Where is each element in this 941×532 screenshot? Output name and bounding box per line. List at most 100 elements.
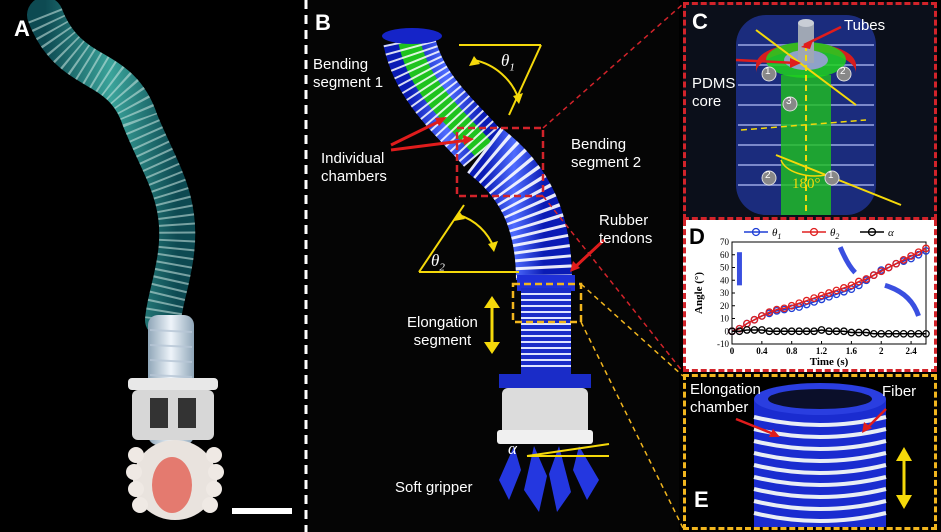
- series-0-point: [922, 247, 930, 255]
- lower-num-1: 1: [828, 170, 834, 181]
- series-1-point: [884, 263, 893, 272]
- y-tick-label: 0: [725, 326, 730, 336]
- panel-d-label: D: [689, 224, 705, 249]
- y-tick-label: 40: [720, 275, 730, 285]
- chamber-num-3: 3: [786, 96, 792, 107]
- series-2-point: [869, 329, 878, 338]
- label-bending-segment-2: Bending segment 2: [571, 136, 642, 171]
- y-tick-label: 30: [720, 288, 730, 298]
- series-2-point: [757, 326, 766, 334]
- chamber-num-2: 2: [840, 66, 846, 77]
- series-1-point: [922, 244, 930, 253]
- y-tick-label: 60: [720, 250, 730, 260]
- label-tubes: Tubes: [844, 17, 886, 34]
- series-2-point: [854, 328, 863, 337]
- y-tick-label: 50: [720, 263, 730, 273]
- series-2-point: [728, 327, 736, 336]
- x-axis-label: Time (s): [810, 356, 849, 368]
- label-soft-gripper: Soft gripper: [395, 479, 473, 496]
- series-2-point: [810, 327, 818, 336]
- series-2-point: [780, 327, 789, 336]
- series-1-point: [780, 304, 789, 313]
- series-1-point: [914, 248, 923, 257]
- x-tick-label: 1.2: [816, 346, 828, 356]
- legend-marker-1: [809, 227, 819, 237]
- legend-marker-0: [751, 227, 761, 237]
- panel-a-photo: [27, 0, 292, 520]
- x-tick-label: 2.4: [905, 346, 917, 356]
- panel-b-label: B: [315, 10, 331, 35]
- series-2-point: [817, 326, 826, 334]
- panel-c-label: C: [692, 9, 708, 34]
- series-1-point: [817, 291, 826, 300]
- x-tick-label: 2: [879, 346, 884, 356]
- series-1-point: [847, 281, 856, 290]
- series-1-point: [907, 252, 915, 260]
- series-1-point: [892, 259, 901, 268]
- series-2-point: [735, 327, 744, 336]
- series-2-point: [765, 327, 774, 336]
- series-1-point: [869, 271, 878, 280]
- y-axis-label: Angle (°): [693, 272, 705, 314]
- series-2-point: [840, 327, 848, 336]
- series-2-point: [892, 329, 901, 338]
- series-1-point: [795, 299, 804, 308]
- series-2-point: [847, 328, 856, 337]
- series-1-point: [772, 305, 781, 314]
- series-2-point: [914, 329, 923, 338]
- series-2-point: [787, 327, 796, 336]
- inset-bent: [837, 246, 857, 275]
- label-rubber-tendons: Rubber tendons: [599, 212, 653, 247]
- legend-label-1: θ2: [830, 227, 839, 241]
- label-individual-chambers: Individual chambers: [321, 150, 387, 185]
- scale-bar: [232, 508, 292, 514]
- panel-e-render: [735, 383, 912, 527]
- y-tick-label: 10: [720, 314, 730, 324]
- x-tick-label: 1.6: [846, 346, 858, 356]
- panel-a: A: [0, 0, 303, 532]
- series-1-point: [862, 275, 871, 283]
- series-2-point: [795, 327, 804, 336]
- series-1-point: [877, 267, 886, 276]
- panel-b: B Bending segment 1 θ1 Individual chambe…: [309, 0, 679, 532]
- series-1-point: [854, 277, 863, 286]
- inset-curled: [884, 282, 921, 317]
- label-elongation-segment: Elongation segment: [407, 314, 478, 349]
- panel-c: C Tubes PDMS core 1 2 3 2 1 180°: [683, 2, 937, 220]
- series-2-point: [862, 328, 871, 337]
- series-line-2: [732, 329, 926, 335]
- series-2-point: [899, 329, 908, 338]
- series-2-point: [802, 327, 811, 336]
- x-tick-label: 0.8: [786, 346, 798, 356]
- label-fiber: Fiber: [882, 383, 917, 400]
- series-2-point: [772, 327, 781, 336]
- y-tick-label: 70: [720, 237, 730, 247]
- series-1-point: [802, 296, 811, 305]
- y-tick-label: 20: [720, 301, 730, 311]
- series-1-point: [825, 289, 833, 297]
- panel-e: Elongation chamber Fiber E: [683, 374, 937, 530]
- legend-label-2: α: [888, 227, 894, 239]
- series-2-point: [907, 329, 915, 338]
- series-2-point: [743, 326, 751, 334]
- theta1-label: θ1: [501, 51, 515, 74]
- x-tick-label: 0.4: [756, 346, 768, 356]
- angle-180-label: 180°: [792, 176, 821, 192]
- lower-num-2: 2: [765, 170, 771, 181]
- series-2-point: [884, 329, 893, 338]
- series-1-point: [750, 315, 759, 324]
- series-2-point: [825, 327, 833, 336]
- series-1-point: [832, 286, 841, 295]
- alpha-label: α: [508, 439, 517, 458]
- series-1-point: [840, 284, 848, 292]
- series-1-point: [757, 312, 766, 320]
- x-tick-label: 0: [730, 346, 735, 356]
- legend-label-0: θ1: [772, 227, 781, 241]
- panel-e-label: E: [694, 487, 709, 512]
- series-1-point: [787, 301, 796, 310]
- series-2-point: [877, 329, 886, 338]
- legend-marker-2: [867, 227, 877, 237]
- series-1-point: [810, 294, 818, 302]
- theta2-label: θ2: [431, 251, 445, 274]
